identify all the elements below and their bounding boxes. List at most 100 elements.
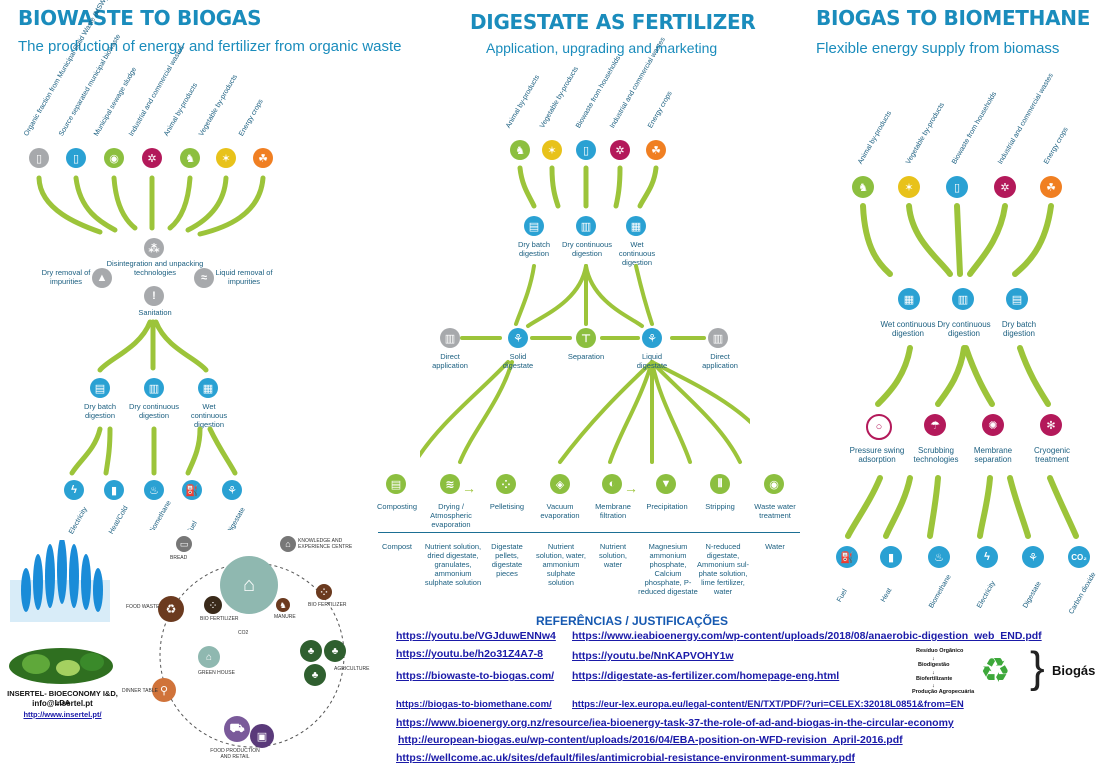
recycle-icon: ♻ <box>980 652 1011 690</box>
liquid-digestate-icon: ⚘ <box>642 328 662 348</box>
panel3-title: BIOGAS TO BIOMETHANE <box>816 6 1091 30</box>
bin-icon: ▯ <box>66 148 86 168</box>
industry-icon: ✲ <box>142 148 162 168</box>
panel3-digestion-0: Wet continuous digestion <box>880 320 936 338</box>
dinner-table-icon: ⚲ <box>152 678 176 702</box>
company-banner-image <box>9 648 113 684</box>
company-site-link[interactable]: http://www.insertel.pt/ <box>23 710 102 719</box>
composting-icon: ▤ <box>386 474 406 494</box>
panel1-input-arrows <box>36 175 266 237</box>
pressure-swing-icon: ○ <box>866 414 892 440</box>
biogas-item-0: Resíduo Orgânico <box>916 648 964 654</box>
panel3-output-4: Digestate <box>1022 580 1043 610</box>
reference-link-4[interactable]: https://biowaste-to-biogas.com/ <box>396 670 555 682</box>
waste-water-icon: ◉ <box>764 474 784 494</box>
cycle-label-green-house: GREEN HOUSE <box>198 670 235 676</box>
panel2-digestion-0: Dry batch digestion <box>517 240 551 258</box>
cycle-label-co2: CO2 <box>238 630 249 636</box>
industry-icon: ✲ <box>610 140 630 160</box>
panel1-input-4: Animal by-products <box>163 82 200 138</box>
panel2-product-1: Nutrient solution, dried digestate, gran… <box>424 542 482 587</box>
biomethane-icon: ♨ <box>928 546 950 568</box>
company-logo <box>10 540 110 622</box>
electricity-icon: ϟ <box>976 546 998 568</box>
panel2-process-0: Composting <box>376 502 418 511</box>
reference-link-1[interactable]: https://www.ieabioenergy.com/wp-content/… <box>572 630 1042 642</box>
panel2-product-5: Magnesium ammonium phosphate, Calcium ph… <box>638 542 698 596</box>
co2-icon: CO₂ <box>1068 546 1090 568</box>
biogas-item-2: Biofertilizante <box>916 676 953 682</box>
down-arrow-icon: ↓ <box>932 683 935 689</box>
panel2-process-5: Precipitation <box>646 502 688 511</box>
cycle-label-retail: FOOD PRODUCTION AND RETAIL <box>210 748 260 760</box>
products-divider <box>370 532 800 533</box>
panel3-subtitle: Flexible energy supply from biomass <box>816 40 1060 57</box>
bin-icon: ▯ <box>946 176 968 198</box>
panel2-product-2: Digestate pellets, digestate pieces <box>491 542 523 578</box>
digestate-icon: ⚘ <box>222 480 242 500</box>
sanitation-icon: ! <box>144 286 164 306</box>
panel2-process-3: Vacuum evaporation <box>540 502 580 520</box>
vegetable-icon: ✶ <box>542 140 562 160</box>
liquid-removal-label: Liquid removal of impurities <box>215 268 273 286</box>
cycle-label-bread: BREAD <box>170 555 188 561</box>
animal-icon: ♞ <box>180 148 200 168</box>
panel2-middle-0: Direct application <box>432 352 468 370</box>
factory-icon: ⌂ <box>220 556 278 614</box>
bread-icon: ▭ <box>176 536 192 552</box>
panel1-digestion-1: Dry continuous digestion <box>128 402 180 420</box>
panel2-input-0: Animal by-products <box>505 74 542 130</box>
vegetable-icon: ✶ <box>216 148 236 168</box>
panel2-product-7: Water <box>765 542 785 551</box>
msw-icon: ▯ <box>29 148 49 168</box>
panel1-output-0: Electricity <box>68 506 90 536</box>
membrane-icon: ✺ <box>982 414 1004 436</box>
biomethane-icon: ♨ <box>144 480 164 500</box>
down-arrow-icon: ↓ <box>932 670 935 676</box>
arrow-right-icon: → <box>462 480 476 496</box>
reference-link-2[interactable]: https://youtu.be/h2o31Z4A7-8 <box>396 648 544 660</box>
panel2-process-6: Stripping <box>705 502 735 511</box>
vegetable-icon: ✶ <box>898 176 920 198</box>
panel3-input-0: Animal by-products <box>857 110 894 166</box>
food-waste-icon: ♻ <box>158 596 184 622</box>
panel2-digestion-2: Wet continuous digestion <box>618 240 656 267</box>
panel3-digestion-arrows <box>875 345 1051 407</box>
panel2-title: DIGESTATE AS FERTILIZER <box>470 10 756 34</box>
digestate-icon: ⚘ <box>1022 546 1044 568</box>
reference-link-6[interactable]: https://biogas-to-biomethane.com/ <box>396 699 552 710</box>
drying-icon: ≋ <box>440 474 460 494</box>
animal-icon: ♞ <box>510 140 530 160</box>
reference-link-9[interactable]: http://european-biogas.eu/wp-content/upl… <box>398 734 903 746</box>
reference-link-5[interactable]: https://digestate-as-fertilizer.com/home… <box>572 670 840 682</box>
panel3-output-2: Biomethane <box>928 573 953 610</box>
bio-fertilizer-icon: ⁘ <box>204 596 222 614</box>
panel1-title: BIOWASTE TO BIOGAS <box>18 6 262 30</box>
panel1-input-6: Energy crops <box>238 98 265 138</box>
panel2-input-1: Vegetable by-products <box>539 65 580 130</box>
reference-link-8[interactable]: https://www.bioenergy.org.nz/resource/ie… <box>396 717 954 729</box>
wet-continuous-icon: ▦ <box>898 288 920 310</box>
precipitation-icon: ▼ <box>656 474 676 494</box>
panel2-process-1: Drying / Atmospheric evaporation <box>430 502 472 529</box>
membrane-icon: ◐ <box>602 474 622 494</box>
stripping-icon: ⫴ <box>710 474 730 494</box>
reference-link-0[interactable]: https://youtu.be/VGJduwENNw4 <box>396 630 556 642</box>
panel2-digestion-1: Dry continuous digestion <box>561 240 613 258</box>
agriculture-icon: ♣ <box>304 664 326 686</box>
panel3-output-5: Carbon dioxide <box>1068 571 1098 616</box>
biogas-label: Biogás <box>1052 663 1096 678</box>
liquid-removal-icon: ≈ <box>194 268 214 288</box>
reference-link-10[interactable]: https://wellcome.ac.uk/sites/default/fil… <box>396 752 856 764</box>
panel2-subtitle: Application, upgrading and marketing <box>486 40 718 56</box>
reference-link-7[interactable]: https://eur-lex.europa.eu/legal-content/… <box>572 699 964 710</box>
panel2-middle-3: Liquid digestate <box>636 352 668 370</box>
fuel-icon: ⛽ <box>836 546 858 568</box>
disintegration-label: Disintegration and unpacking technologie… <box>106 259 204 277</box>
panel1-digestion-2: Wet continuous digestion <box>190 402 228 429</box>
panel3-output-3: Electricity <box>976 580 998 610</box>
reference-link-3[interactable]: https://youtu.be/NnKAPVOHY1w <box>572 650 734 662</box>
circular-economy-image: ⌂ THE MAGIC FACTORY ▭ BREAD ⌂ KNOWLEDGE … <box>120 530 378 767</box>
panel3-output-0: Fuel <box>836 588 849 604</box>
dry-continuous-icon: ▥ <box>952 288 974 310</box>
